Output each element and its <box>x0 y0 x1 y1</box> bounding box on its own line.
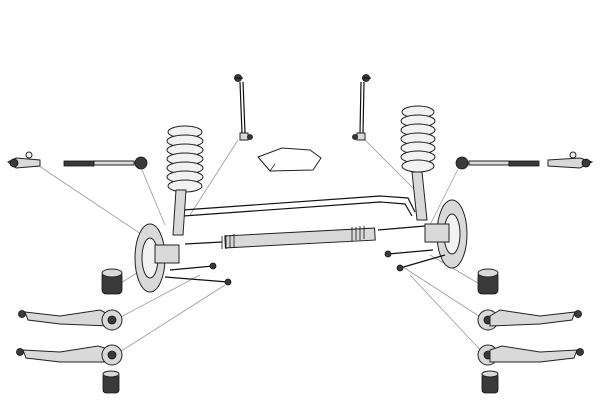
bushing-lower-right <box>481 370 499 394</box>
bushing-upper-right <box>477 268 499 295</box>
upper-control-arm-right <box>477 309 582 331</box>
lower-control-arm-right <box>477 344 584 366</box>
tie-rod-end-left <box>7 151 41 169</box>
upper-control-arm-left <box>18 309 123 331</box>
inner-tie-rod-right <box>455 156 540 170</box>
bushing-lower-left <box>102 370 120 394</box>
lower-control-arm-left <box>16 344 123 366</box>
coil-spring-right <box>400 105 436 173</box>
bushing-upper-left <box>101 268 123 295</box>
tie-rod-end-right <box>547 151 594 169</box>
stabilizer-link-left <box>234 74 253 141</box>
coil-spring-left <box>166 125 204 193</box>
subframe-axle <box>134 171 468 293</box>
stabilizer-link-right <box>352 74 371 141</box>
direction-arrow-icon <box>257 147 322 172</box>
inner-tie-rod-left <box>63 156 148 170</box>
